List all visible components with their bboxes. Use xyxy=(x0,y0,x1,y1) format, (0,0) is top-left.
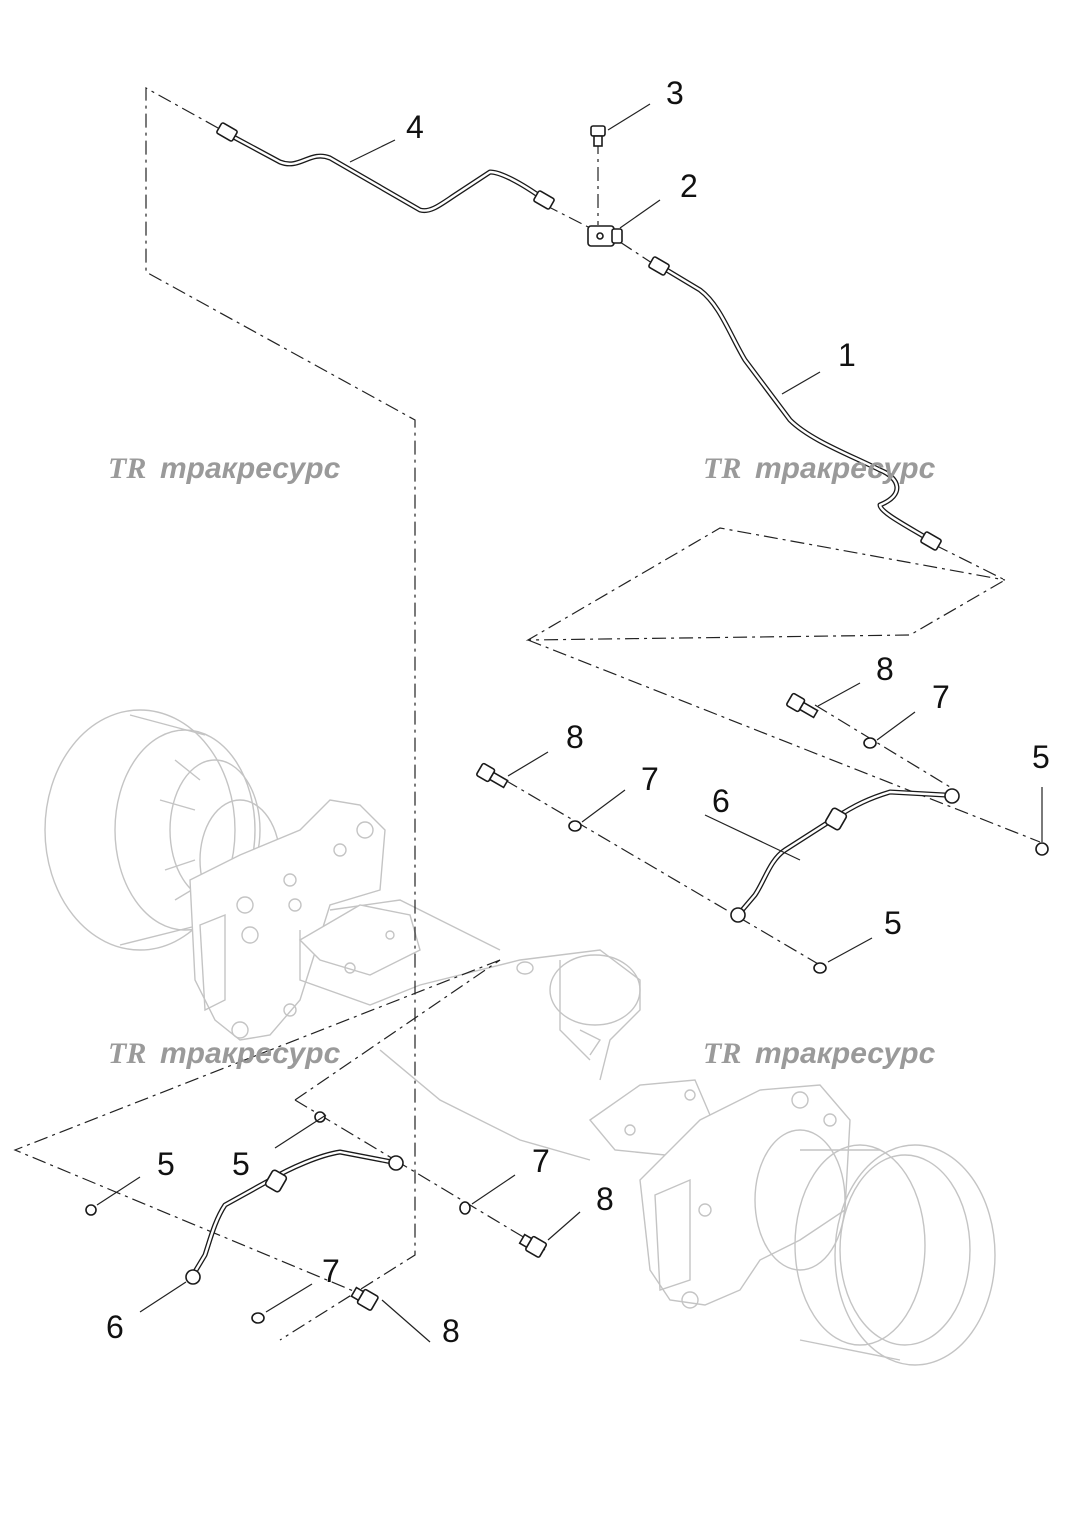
watermark-logo: TR xyxy=(108,452,146,485)
tee-fitting-2 xyxy=(587,225,623,247)
callout-3: 3 xyxy=(666,75,684,111)
routing-lines xyxy=(13,86,1041,1341)
callout-2: 2 xyxy=(680,168,698,204)
callout-8-upper-left: 8 xyxy=(566,719,584,755)
watermark-text: тракресурс xyxy=(160,452,341,485)
callout-1: 1 xyxy=(838,337,856,373)
banjo-bolts-8 xyxy=(350,692,819,1311)
callout-6-left: 6 xyxy=(106,1309,124,1345)
brake-pipe-6-right xyxy=(730,788,960,923)
callout-8-upper-right: 8 xyxy=(876,651,894,687)
watermark-logo: TR xyxy=(703,452,741,485)
banjo-bolt-upper-left xyxy=(476,762,509,789)
callout-8-lower-left: 8 xyxy=(442,1313,460,1349)
watermark-logo: TR xyxy=(703,1037,741,1070)
leader-lines xyxy=(96,103,1043,1343)
bolt-3 xyxy=(590,125,606,147)
callout-7-lower-left: 7 xyxy=(322,1253,340,1289)
watermark-text: тракресурс xyxy=(755,452,936,485)
washers xyxy=(85,737,1049,1324)
watermark-bottom-right: TR тракресурс xyxy=(703,1037,936,1070)
banjo-bolt-upper-right xyxy=(786,692,819,719)
brake-pipe-4 xyxy=(216,122,555,214)
brake-pipe-1 xyxy=(648,256,942,551)
watermark-bottom-left: TR тракресурс xyxy=(108,1037,341,1070)
watermark-text: тракресурс xyxy=(755,1037,936,1070)
callout-5-far-right: 5 xyxy=(1032,739,1050,775)
banjo-bolt-lower-middle xyxy=(518,1233,548,1258)
callout-5-lower-middle: 5 xyxy=(232,1146,250,1182)
callout-7-upper-right: 7 xyxy=(932,679,950,715)
watermark-top-left: TR тракресурс xyxy=(108,452,341,485)
callout-7-upper-left: 7 xyxy=(641,761,659,797)
callout-6-right: 6 xyxy=(712,783,730,819)
brake-pipe-6-left xyxy=(185,1149,404,1285)
callout-7-lower-middle: 7 xyxy=(532,1143,550,1179)
callout-8-lower-middle: 8 xyxy=(596,1181,614,1217)
axle-assembly-ghost xyxy=(44,709,996,1366)
callout-5-right: 5 xyxy=(884,905,902,941)
watermark-top-right: TR тракресурс xyxy=(703,452,936,485)
watermark-text: тракресурс xyxy=(160,1037,341,1070)
callout-4: 4 xyxy=(406,109,424,145)
callout-labels: 1 2 3 4 5 5 5 5 6 6 7 7 7 7 8 8 8 8 xyxy=(106,75,1050,1349)
callout-5-lower-left: 5 xyxy=(157,1146,175,1182)
banjo-bolt-lower-left xyxy=(350,1286,379,1311)
watermark-logo: TR xyxy=(108,1037,146,1070)
